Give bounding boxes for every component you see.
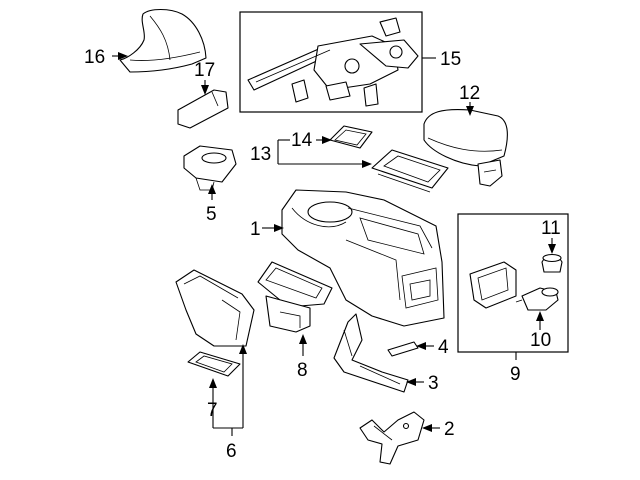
callout-5: 5: [206, 204, 217, 225]
part-12-armrest-lid: [423, 108, 508, 187]
callout-17: 17: [194, 60, 215, 81]
part-15-box: [239, 11, 423, 113]
callout-16: 16: [84, 47, 105, 68]
part-4-bracket: [387, 341, 419, 357]
callout-1: 1: [250, 219, 261, 240]
callout-10: 10: [530, 330, 551, 351]
callout-4: 4: [438, 337, 449, 358]
part-8-storage-bin: [257, 261, 333, 333]
part-9-outlet-panel: [469, 261, 517, 309]
callout-7: 7: [207, 400, 218, 421]
part-16-shift-boot: [119, 8, 207, 73]
part-13-top-panel: [371, 149, 449, 193]
callout-labels: 16 17 15 12 14 13 5 1 8 7 6 4 3 2 9 10 1…: [84, 47, 561, 462]
part-5-holder: [183, 145, 237, 191]
callout-11: 11: [541, 218, 561, 239]
part-14-mat: [329, 125, 373, 149]
callout-9: 9: [510, 364, 521, 385]
callout-15: 15: [440, 49, 461, 70]
callout-12: 12: [459, 83, 480, 104]
part-17-handle-cover: [177, 89, 229, 129]
part-6-side-trim: [175, 269, 255, 347]
callout-13: 13: [250, 144, 271, 165]
part-3-support-bracket: [333, 313, 409, 393]
part-11-outlet-cap: [541, 253, 563, 273]
callout-3: 3: [428, 373, 439, 394]
callout-8: 8: [297, 360, 308, 381]
part-7-plate: [187, 351, 241, 377]
callout-6: 6: [226, 441, 237, 462]
part-9-box: [457, 213, 569, 353]
part-1-console-body: [281, 189, 445, 327]
part-2-mounting-bracket: [359, 411, 425, 465]
part-15-parking-brake-lever: [247, 17, 419, 107]
callout-14: 14: [291, 130, 313, 151]
part-10-outlet-socket: [515, 287, 559, 311]
leader-lines: [112, 52, 556, 436]
callout-2: 2: [444, 419, 455, 440]
